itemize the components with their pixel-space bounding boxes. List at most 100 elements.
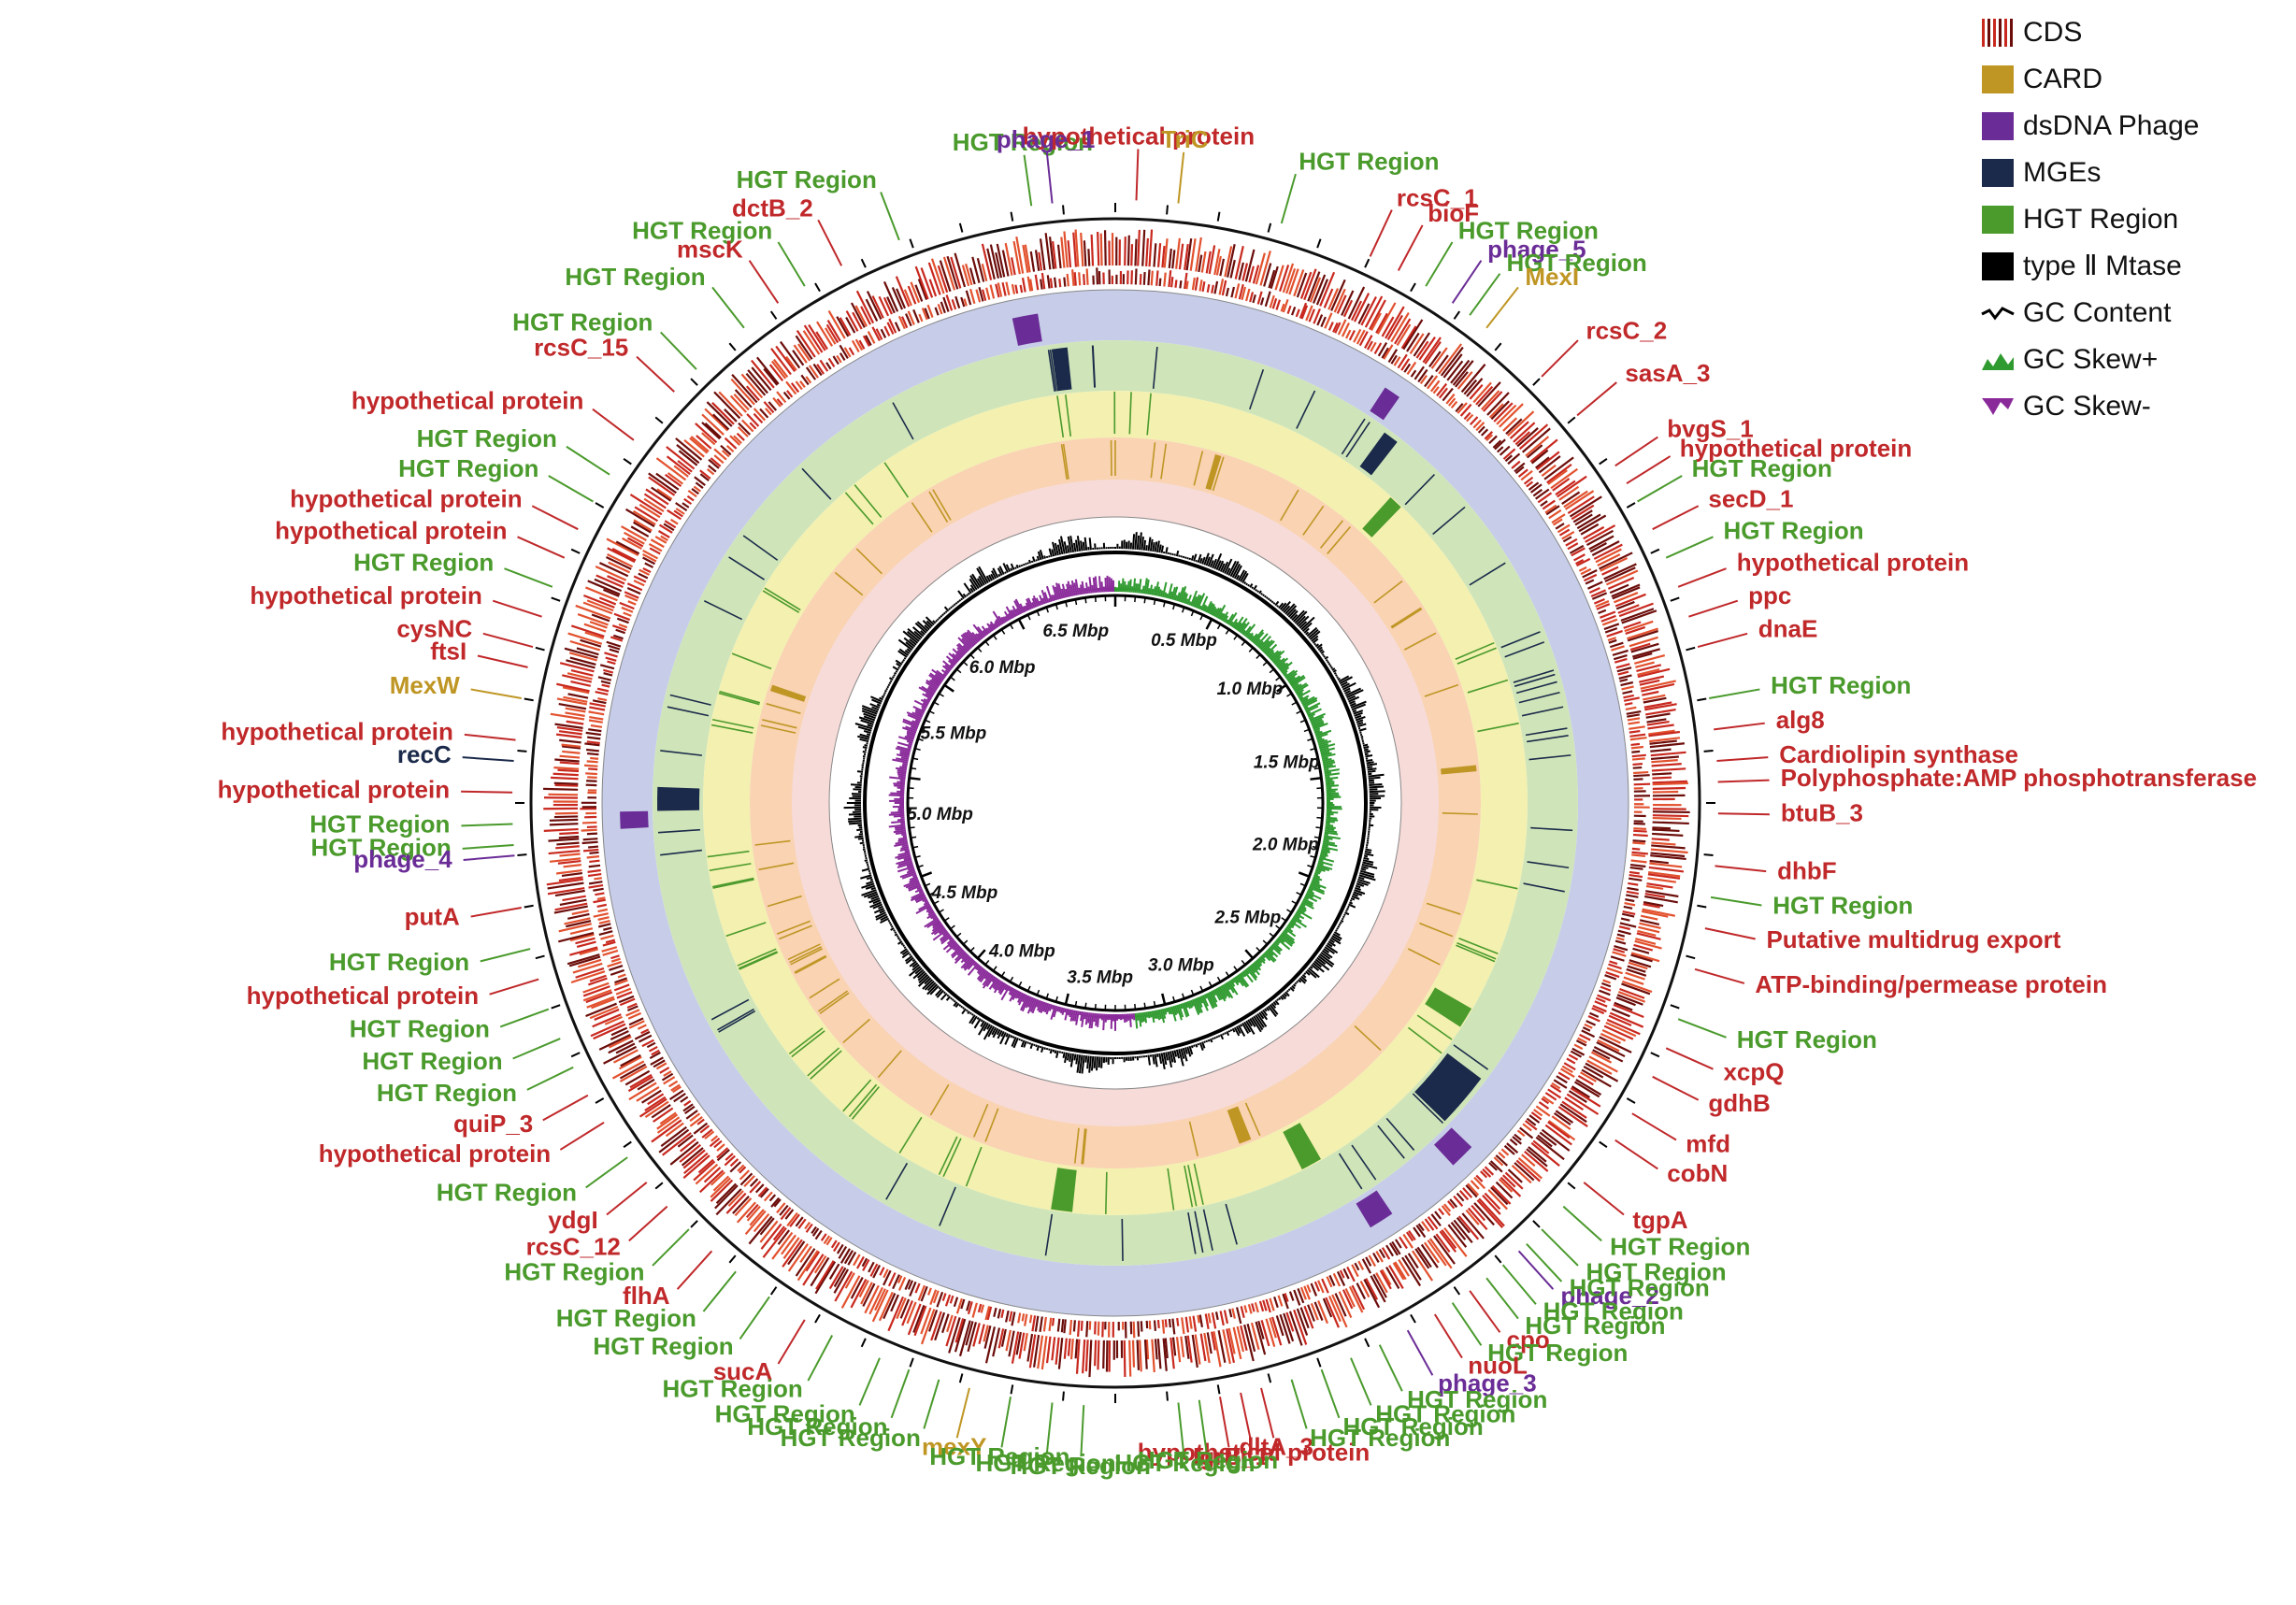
cds-feature-mark: [636, 1085, 660, 1102]
cds-feature-mark: [653, 1107, 674, 1123]
cds-feature-mark: [1309, 277, 1322, 303]
cds-feature-mark: [1504, 454, 1513, 463]
gc-skew-positive-mark: [1156, 586, 1161, 596]
cds-feature-mark: [805, 366, 817, 380]
cds-feature-mark: [891, 286, 904, 310]
hgt-label: HGT Region: [1771, 671, 1911, 699]
cds-feature-mark: [782, 1239, 803, 1268]
cds-feature-mark: [1199, 1333, 1207, 1362]
gc-skew-positive-mark: [1302, 699, 1318, 709]
outer-tick: [814, 1313, 821, 1324]
cds-feature-mark: [1428, 1238, 1453, 1269]
cds-feature-mark: [1207, 1312, 1212, 1324]
gc-content-mark: [856, 770, 864, 773]
gc-content-mark: [962, 1007, 966, 1010]
cds-feature-mark: [1259, 251, 1271, 286]
cds-feature-mark: [1178, 243, 1184, 270]
gc-skew-positive-mark: [1252, 629, 1264, 643]
phage-leader-line: [1045, 151, 1054, 204]
cds-feature-mark: [1055, 1337, 1060, 1365]
gc-content-mark: [1366, 763, 1378, 767]
cds-feature-mark: [1000, 1328, 1007, 1347]
gc-content-mark: [1224, 1032, 1227, 1035]
gc-content-mark: [1314, 958, 1330, 971]
cds-feature-mark: [1313, 1281, 1321, 1292]
cds-feature-mark: [660, 1125, 687, 1148]
cds-feature-mark: [955, 1297, 963, 1314]
gc-content-mark: [867, 893, 879, 899]
cds-feature-mark: [624, 1069, 651, 1086]
hgt-label: HGT Region: [593, 1332, 733, 1360]
gc-content-mark: [935, 619, 939, 623]
cds-feature-mark: [937, 265, 949, 294]
cds-feature-mark: [1223, 1310, 1229, 1325]
gc-skew-negative-mark: [1015, 608, 1021, 616]
gc-skew-negative-mark: [967, 960, 976, 970]
gc-skew-positive-mark: [1252, 963, 1259, 971]
cds-feature-mark: [1555, 523, 1565, 530]
cds-feature-mark: [1628, 877, 1643, 881]
cds-feature-mark: [960, 1298, 966, 1310]
cds-feature-mark: [697, 1158, 714, 1174]
hgt-leader-line: [1541, 1228, 1579, 1267]
cds-feature-mark: [1563, 1062, 1576, 1071]
cds-feature-mark: [553, 781, 579, 785]
gc-content-mark: [1010, 567, 1013, 571]
gc-skew-negative-mark: [926, 908, 933, 913]
cds-feature-mark: [1224, 246, 1233, 278]
gc-skew-negative-mark: [1053, 594, 1056, 601]
cds-feature-mark: [914, 284, 924, 302]
cds-feature-mark: [1540, 500, 1548, 507]
cds-feature-mark: [588, 710, 605, 716]
axis-tick: [1084, 1002, 1087, 1009]
cds-feature-mark: [1001, 281, 1007, 296]
cds-feature-mark: [1473, 1202, 1495, 1226]
cds-feature-mark: [1265, 1298, 1271, 1313]
gc-content-mark: [1190, 554, 1195, 561]
cds-feature-mark: [1616, 666, 1632, 673]
gc-content-mark: [1339, 921, 1342, 924]
gc-skew-positive-mark: [1136, 1012, 1140, 1021]
cds-feature-mark: [1436, 382, 1448, 397]
cds-feature-mark: [843, 1250, 854, 1265]
cds-feature-mark: [1011, 257, 1016, 276]
axis-tick: [1241, 959, 1246, 966]
outer-tick: [517, 750, 527, 752]
cds-feature-mark: [1394, 1261, 1407, 1281]
axis-tick: [1162, 601, 1166, 608]
gc-skew-negative-mark: [907, 882, 921, 890]
cds-feature-mark: [1505, 418, 1523, 435]
gc-content-mark: [883, 692, 886, 695]
axis-tick: [1312, 845, 1318, 849]
gc-skew-positive-mark: [1313, 872, 1319, 876]
gc-content-mark: [894, 931, 897, 934]
gc-content-mark: [889, 923, 893, 926]
cds-feature-mark: [1482, 1168, 1492, 1178]
hgt-region-block: [1425, 987, 1472, 1027]
cds-feature-mark: [650, 1056, 664, 1066]
cds-feature-mark: [978, 286, 984, 302]
cds-feature-mark: [1337, 319, 1347, 336]
gc-skew-positive-mark: [1179, 586, 1187, 603]
gc-content-mark: [881, 695, 884, 699]
outer-tick: [728, 342, 737, 351]
gc-content-mark: [1249, 1018, 1256, 1027]
cds-feature-mark: [568, 652, 597, 662]
gc-content-mark: [1027, 559, 1032, 564]
cds-feature-mark: [747, 369, 768, 394]
gc-content-mark: [1212, 558, 1217, 569]
gc-content-mark: [1314, 643, 1320, 648]
gc-content-mark: [1364, 850, 1371, 854]
cds-feature-mark: [1364, 335, 1373, 349]
cds-feature-mark: [561, 871, 583, 878]
cds-feature-mark: [1633, 943, 1654, 952]
gc-skew-negative-mark: [897, 786, 905, 790]
card-region-block: [769, 684, 807, 702]
gc-skew-negative-mark: [1044, 1003, 1050, 1013]
cds-feature-mark: [566, 920, 592, 928]
cds-feature-mark: [713, 448, 727, 461]
cds-feature-mark: [1580, 567, 1592, 576]
axis-tick: [1307, 738, 1313, 741]
cds-feature-mark: [1613, 654, 1628, 661]
cds-feature-mark: [1435, 1233, 1451, 1254]
